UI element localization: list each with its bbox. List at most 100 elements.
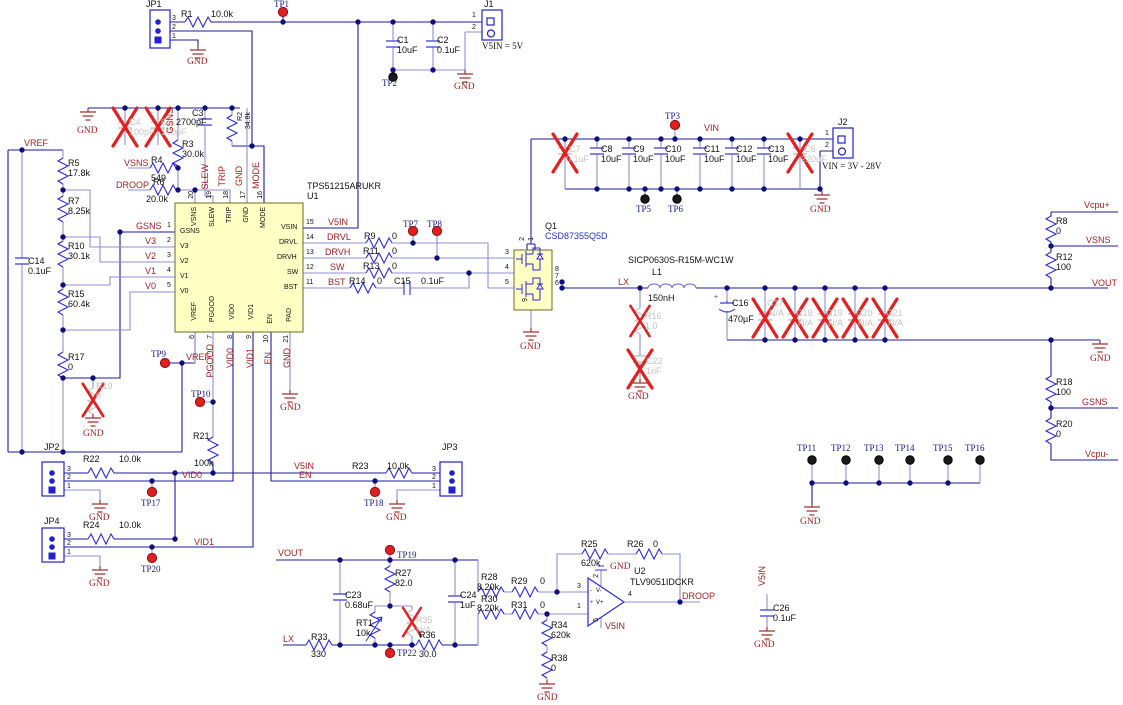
c14-ref: C14	[28, 256, 45, 266]
r24-value: 10.0k	[119, 520, 142, 530]
net-mode: MODE	[251, 162, 261, 189]
c9-ref: C9	[633, 144, 645, 154]
r27-ref: R27	[395, 568, 412, 578]
q1-pin4-num: 4	[505, 264, 509, 271]
gnd-label: GND	[628, 392, 649, 402]
c13-ref: C13	[768, 144, 785, 154]
r13-value: 0	[392, 261, 398, 271]
c12-value: 10uF	[736, 154, 757, 164]
r24-ref: R24	[83, 520, 100, 530]
u1-pin18-num: 18	[223, 191, 230, 199]
r9-ref: R9	[364, 231, 376, 241]
c2-value: 0.1uF	[437, 45, 461, 55]
net-drvl: DRVL	[327, 232, 351, 242]
gnd-label: GND	[280, 403, 301, 413]
u2-plus-sign: +	[590, 600, 594, 606]
net-gsns-right: GSNS	[1082, 397, 1108, 407]
q1-pin6-num: 6	[555, 280, 559, 287]
u1-pin8-num: 8	[227, 335, 234, 339]
jp4-ref: JP4	[44, 516, 60, 526]
u1-pin9-num: 9	[246, 335, 253, 339]
u1-pin14-num: 14	[306, 234, 314, 241]
jp2-pin1: 1	[67, 483, 71, 490]
r26-value: 0	[653, 539, 659, 549]
net-vid0: VID0	[182, 470, 203, 480]
r14-value: 0	[377, 276, 383, 286]
u2-pin1-num: 1	[577, 603, 581, 610]
tp13-label: TP13	[864, 443, 884, 453]
tp19-label: TP19	[397, 550, 417, 560]
vin-note: VIN = 3V - 28V	[822, 161, 882, 171]
tp3-label: TP3	[665, 111, 681, 121]
u1-pin-v2: V2	[180, 258, 189, 265]
r7-ref: R7	[68, 196, 80, 206]
r11-value: 0	[392, 246, 398, 256]
net-vref: VREF	[24, 138, 49, 148]
gnd-label: GND	[520, 342, 541, 352]
u1-pin-slew: SLEW	[209, 207, 216, 227]
c10-value: 10uF	[665, 154, 686, 164]
r28-value: 8.20k	[477, 582, 500, 592]
jp4-pin1: 1	[67, 549, 71, 556]
tp1-label: TP1	[274, 0, 290, 9]
net-lx: LX	[618, 277, 630, 287]
r4-ref: R4	[151, 155, 163, 165]
r23-value: 10.0k	[387, 461, 410, 471]
c17-value: N/A	[769, 308, 785, 318]
c24-value: 1uF	[460, 600, 476, 610]
c6-ref: C6	[804, 144, 816, 154]
r22-value: 10.0k	[119, 454, 142, 464]
r2-value: 34.8k	[245, 112, 252, 130]
u1-pin-pgood: PGOOD	[209, 296, 216, 323]
u1-pin-sw: SW	[287, 269, 299, 276]
c2-ref: C2	[437, 35, 449, 45]
jp1-pin2: 2	[172, 24, 176, 31]
net-sw: SW	[330, 262, 345, 272]
net-vid1: VID1	[194, 537, 215, 547]
u1-pin6-num: 6	[189, 335, 196, 339]
r18-ref: R18	[1056, 377, 1073, 387]
r21-ref: R21	[193, 431, 210, 441]
net-v5in-u2: V5IN	[605, 621, 626, 631]
r4-value: 549	[151, 173, 167, 183]
tp2-label: TP2	[382, 78, 398, 88]
c16-value: 470µF	[728, 314, 754, 324]
net-vsns-right: VSNS	[1086, 235, 1111, 245]
r21-value: 100k	[194, 458, 214, 468]
c19-value: N/A	[828, 318, 844, 328]
u1-pin-bst: BST	[284, 284, 298, 291]
testpoints-red	[146, 6, 681, 659]
c1-ref: C1	[397, 35, 409, 45]
c20-value: N/A	[858, 318, 874, 328]
u1-pin17-num: 17	[240, 191, 247, 199]
r3-ref: R3	[182, 139, 194, 149]
jp2-pin2: 2	[67, 474, 71, 481]
u1-ref: U1	[307, 191, 319, 201]
gnd-label: GND	[386, 513, 407, 523]
net-v3: V3	[145, 236, 157, 246]
r12-value: 100	[1056, 262, 1072, 272]
u1-pin-vsin: VSIN	[281, 224, 298, 231]
net-gnd-pin: GND	[234, 166, 244, 186]
tp14-label: TP14	[895, 443, 915, 453]
tp6-label: TP6	[668, 204, 684, 214]
r10-value: 30.1k	[68, 251, 91, 261]
c16-plus: +	[714, 294, 719, 301]
net-vout-amp: VOUT	[278, 548, 304, 558]
c20-ref: C20	[856, 308, 873, 318]
r22-ref: R22	[83, 454, 100, 464]
tp8-label: TP8	[427, 219, 443, 229]
gnd-label: GND	[754, 640, 775, 650]
r19-ref: R19	[96, 381, 113, 391]
u1-pin5-num: 5	[167, 282, 171, 289]
c4-ref: C4	[129, 117, 141, 127]
tp11-label: TP11	[797, 443, 817, 453]
r34-value: 620k	[551, 630, 571, 640]
u1-pin-gnd: GND	[243, 207, 250, 223]
r26-ref: R26	[627, 539, 644, 549]
tp17-label: TP17	[141, 498, 161, 508]
u1-pin15-num: 15	[306, 219, 314, 226]
c21-value: N/A	[888, 318, 904, 328]
r38-ref: R38	[551, 653, 568, 663]
